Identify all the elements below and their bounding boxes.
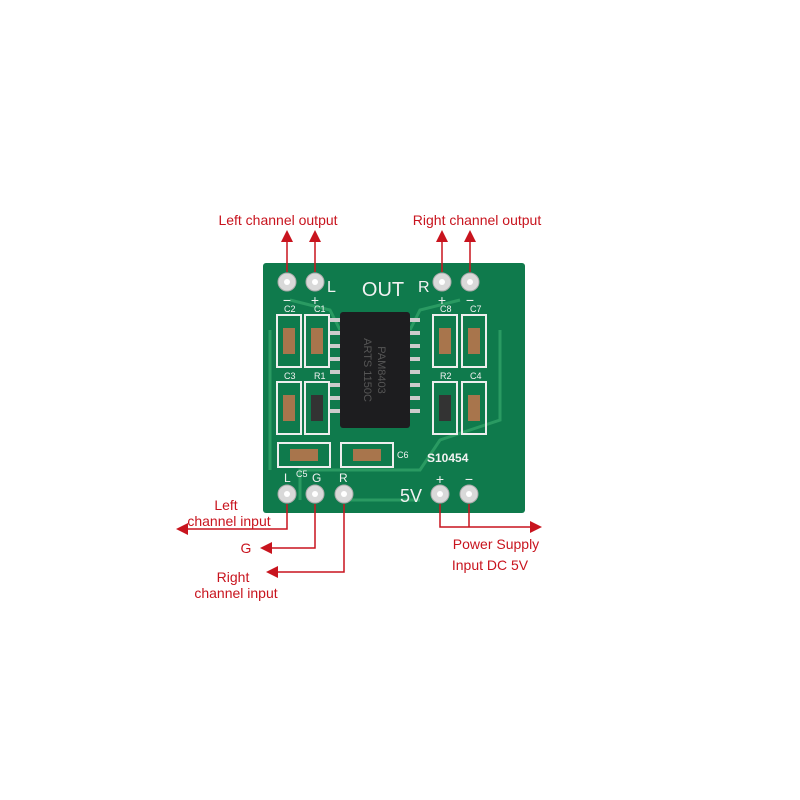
silk-plus: + <box>436 471 444 487</box>
silk-c4: C4 <box>470 371 482 381</box>
silk-c2: C2 <box>284 304 296 314</box>
silk-in-l: L <box>284 471 291 485</box>
chip-marking-2: ARTS 1150C <box>361 338 373 402</box>
silk-c5: C5 <box>296 469 308 479</box>
silk-l: L <box>327 279 336 296</box>
silk-5v: 5V <box>400 486 422 506</box>
silk-minus: − <box>466 292 474 308</box>
label-right-input-1: Right <box>217 569 250 585</box>
label-right-channel-output: Right channel output <box>413 212 542 228</box>
label-left-input-1: Left <box>214 497 237 513</box>
silk-c1: C1 <box>314 304 326 314</box>
silk-plus: + <box>438 292 446 308</box>
silk-r2: R2 <box>440 371 452 381</box>
label-left-input-2: channel input <box>187 513 270 529</box>
chip-pins <box>330 318 420 413</box>
annotation-arrows <box>176 230 542 578</box>
silk-out: OUT <box>362 279 404 301</box>
silk-plus: + <box>311 292 319 308</box>
smd-components <box>283 328 480 461</box>
label-input-dc: Input DC 5V <box>452 557 529 573</box>
silk-in-r: R <box>339 471 348 485</box>
silk-minus: − <box>465 471 473 487</box>
silk-minus: − <box>283 292 291 308</box>
silk-model: S10454 <box>427 451 469 465</box>
silk-in-g: G <box>312 471 321 485</box>
silk-c6: C6 <box>397 450 409 460</box>
label-power-supply: Power Supply <box>453 536 539 552</box>
silk-r: R <box>418 279 430 296</box>
label-left-channel-output: Left channel output <box>218 212 337 228</box>
component-outlines <box>276 314 487 468</box>
traces <box>268 298 502 502</box>
label-ground: G <box>241 540 252 556</box>
silk-c8: C8 <box>440 304 452 314</box>
label-right-input-2: channel input <box>194 585 277 601</box>
silk-c3: C3 <box>284 371 296 381</box>
amplifier-chip <box>340 312 410 428</box>
chip-marking-1: PAM8403 <box>375 346 387 394</box>
silk-c7: C7 <box>470 304 482 314</box>
silk-r1: R1 <box>314 371 326 381</box>
